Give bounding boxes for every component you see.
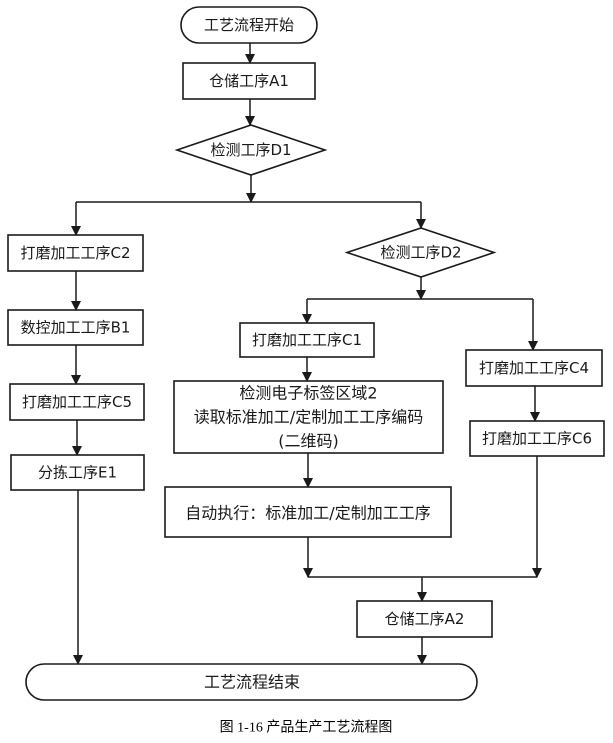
c6-label: 打磨加工工序C6 — [482, 430, 592, 448]
node-end: 工艺流程结束 — [25, 663, 478, 701]
a2-label: 仓储工序A2 — [385, 610, 465, 628]
d2-label: 检测工序D2 — [380, 244, 461, 262]
a1-label: 仓储工序A1 — [209, 72, 289, 90]
node-b1: 数控加工工序B1 — [7, 309, 144, 346]
node-d1: 检测工序D1 — [174, 124, 328, 176]
c2-label: 打磨加工工序C2 — [20, 244, 130, 262]
auto-exec-label: 自动执行：标准加工/定制加工工序 — [185, 504, 430, 523]
c2-box — [7, 234, 144, 272]
c5-label: 打磨加工工序C5 — [22, 393, 132, 411]
d1-label: 检测工序D1 — [210, 141, 291, 159]
c6-box — [469, 420, 605, 457]
c1-label: 打磨加工工序C1 — [252, 331, 362, 349]
b1-label: 数控加工工序B1 — [21, 319, 131, 337]
node-a2: 仓储工序A2 — [356, 600, 493, 638]
e1-label: 分拣工序E1 — [38, 464, 117, 482]
label-detect-line-3: (二维码) — [278, 432, 339, 451]
end-terminal-shape — [25, 663, 478, 701]
figure-caption: 图 1-16 产品生产工艺流程图 — [220, 720, 393, 736]
node-start: 工艺流程开始 — [180, 6, 318, 44]
label-detect-line-1: 检测电子标签区域2 — [239, 384, 377, 403]
a2-box — [356, 600, 493, 638]
node-auto-exec: 自动执行：标准加工/定制加工工序 — [164, 486, 452, 538]
start-label: 工艺流程开始 — [204, 16, 294, 34]
label-detect-box — [173, 380, 444, 454]
node-a1: 仓储工序A1 — [182, 62, 316, 100]
node-c4: 打磨加工工序C4 — [465, 349, 603, 387]
node-d2: 检测工序D2 — [344, 227, 497, 278]
node-c1: 打磨加工工序C1 — [239, 322, 375, 358]
end-label: 工艺流程结束 — [204, 673, 300, 692]
node-c5: 打磨加工工序C5 — [9, 383, 145, 421]
label-detect-line-2: 读取标准加工/定制加工工序编码 — [194, 408, 423, 427]
node-c6: 打磨加工工序C6 — [469, 420, 605, 457]
start-terminal-shape — [180, 6, 318, 44]
auto-exec-box — [164, 486, 452, 538]
node-e1: 分拣工序E1 — [10, 454, 145, 491]
c4-label: 打磨加工工序C4 — [479, 359, 589, 377]
node-c2: 打磨加工工序C2 — [7, 234, 144, 272]
node-label-detect: 检测电子标签区域2 读取标准加工/定制加工工序编码 (二维码) — [173, 380, 444, 454]
e1-box — [10, 454, 145, 491]
a1-box — [182, 62, 316, 100]
c5-box — [9, 383, 145, 421]
c4-box — [465, 349, 603, 387]
